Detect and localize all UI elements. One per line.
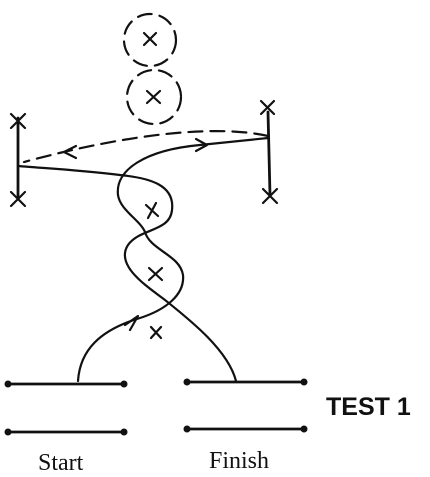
finish-label: Finish: [209, 448, 269, 474]
finish-lines: [183, 378, 308, 433]
start-label: Start: [38, 450, 84, 476]
dashed-return-path: [22, 130, 270, 164]
cone-marker-middle: [147, 266, 164, 282]
test-title: TEST 1: [326, 393, 411, 421]
right-post-marker: [259, 99, 279, 205]
solid-path-start-side: [76, 136, 270, 383]
left-post-marker: [9, 112, 27, 208]
start-lines: [4, 380, 128, 436]
cone-marker-lower: [149, 325, 163, 340]
upper-dashed-circle: [122, 12, 178, 68]
solid-path-finish-side: [16, 164, 238, 383]
cone-marker-upper: [144, 201, 160, 220]
lower-dashed-circle: [125, 68, 183, 126]
